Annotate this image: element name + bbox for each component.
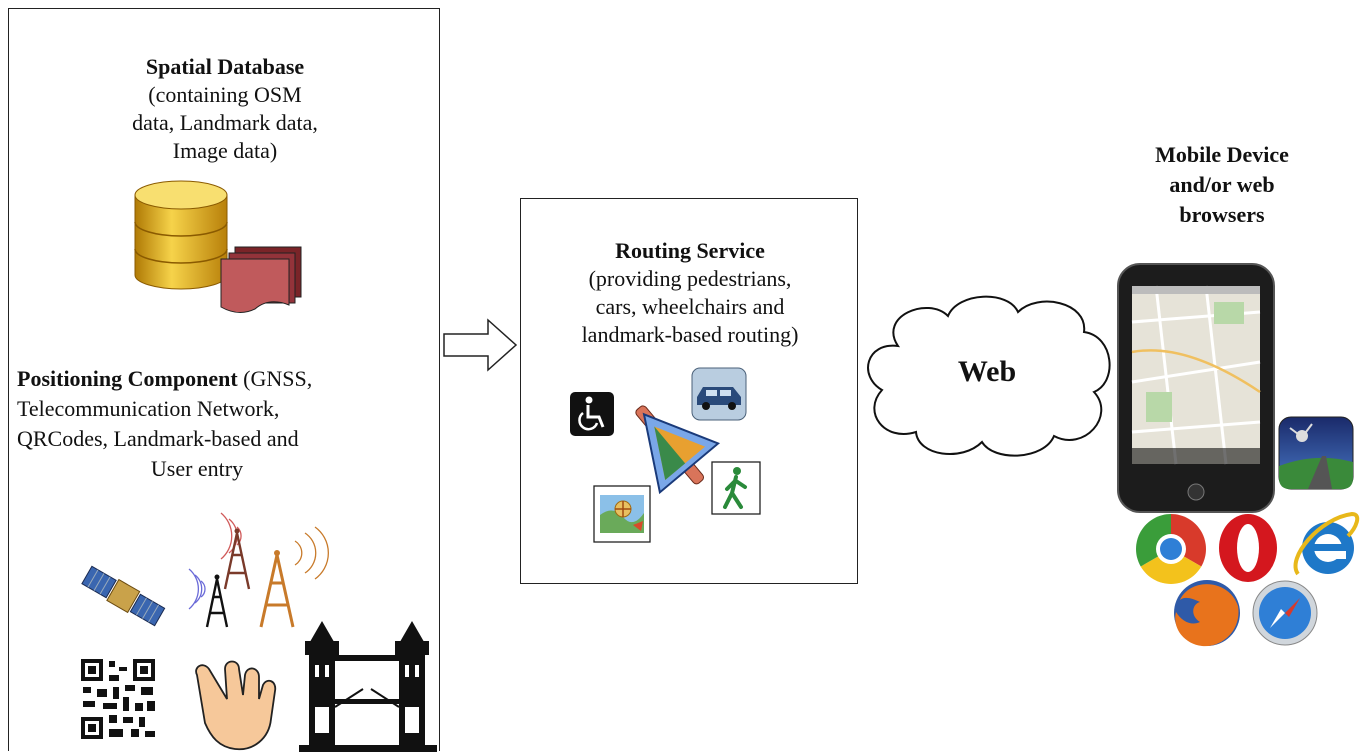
mobile-title-line: browsers <box>1179 202 1265 227</box>
positioning-line: Telecommunication Network, <box>17 396 280 421</box>
positioning-text-first: (GNSS, <box>237 366 313 391</box>
compass-icon <box>635 405 721 495</box>
phone-icon <box>1117 263 1275 513</box>
hand-icon <box>195 660 277 751</box>
chrome-icon <box>1136 514 1206 584</box>
map-icon <box>593 485 651 543</box>
safari-icon <box>1252 580 1318 646</box>
database-subtitle: (containing OSM data, Landmark data, Ima… <box>9 81 441 165</box>
database-subtitle-line: Image data) <box>172 138 278 163</box>
routing-subtitle-line: landmark-based routing) <box>581 322 799 347</box>
database-icon <box>134 180 228 290</box>
routing-title: Routing Service <box>615 238 765 263</box>
routing-subtitle-line: (providing pedestrians, <box>588 266 792 291</box>
qr-code-icon <box>79 657 157 741</box>
database-title: Spatial Database <box>145 54 305 79</box>
positioning-line: User entry <box>150 456 244 481</box>
firefox-icon <box>1174 580 1240 647</box>
positioning-text: Positioning Component (GNSS, Telecommuni… <box>17 364 437 484</box>
mobile-title-line: and/or web <box>1169 172 1275 197</box>
database-subtitle-line: (containing OSM <box>148 82 302 107</box>
car-icon <box>691 367 747 421</box>
left-panel: Spatial Database (containing OSM data, L… <box>8 8 441 752</box>
wheelchair-icon <box>570 392 614 436</box>
pedestrian-icon <box>711 461 761 515</box>
positioning-line: QRCodes, Landmark-based and <box>17 426 299 451</box>
database-subtitle-line: data, Landmark data, <box>132 110 318 135</box>
arrow-icon <box>443 318 518 372</box>
radio-tower-icon <box>188 512 329 628</box>
routing-panel: Routing Service (providing pedestrians, … <box>520 198 858 584</box>
opera-icon <box>1219 514 1277 582</box>
navigation-app-icon <box>1278 416 1354 490</box>
tower-bridge-icon <box>299 621 437 752</box>
ie-icon <box>1293 511 1360 576</box>
cloud-icon <box>867 295 1111 457</box>
documents-icon <box>220 246 302 313</box>
positioning-title: Positioning Component <box>17 366 238 391</box>
routing-subtitle-line: cars, wheelchairs and <box>595 294 785 319</box>
routing-subtitle: (providing pedestrians, cars, wheelchair… <box>521 265 859 349</box>
mobile-title-line: Mobile Device <box>1155 142 1289 167</box>
satellite-icon <box>81 565 166 627</box>
web-label: Web <box>957 355 1017 388</box>
mobile-title: Mobile Device and/or web browsers <box>1112 140 1332 230</box>
